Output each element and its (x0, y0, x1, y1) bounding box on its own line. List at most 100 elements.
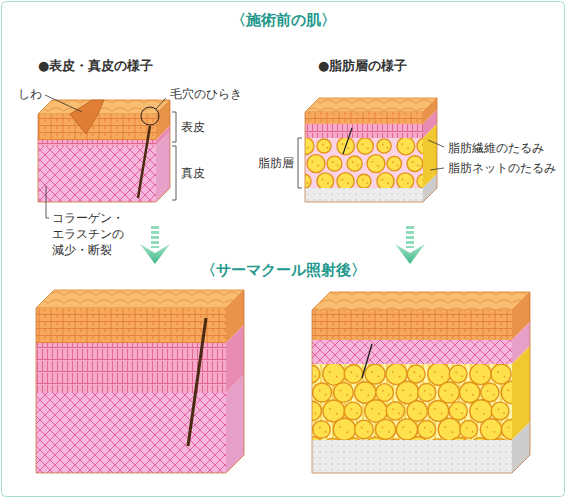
fiber-line (362, 344, 372, 378)
fat-cell (313, 421, 331, 439)
fat-cell (377, 139, 391, 153)
fat-dot (366, 182, 368, 184)
fat-dot (476, 408, 478, 410)
fat-cell (407, 365, 425, 383)
fat-dot (507, 389, 509, 391)
fat-dot (430, 431, 432, 433)
layer-side (512, 422, 530, 473)
fat-cell (481, 383, 499, 401)
fat-dot (322, 144, 324, 146)
fat-dot (392, 161, 394, 163)
page-title: 〈施術前の肌〉 (0, 12, 566, 28)
fiber-line (343, 128, 352, 154)
fat-dot (392, 371, 394, 373)
section-heading: ●表皮・真皮の様子 (38, 58, 153, 74)
leader-line (430, 168, 444, 170)
fat-cell (355, 420, 374, 439)
fat-dot (381, 426, 383, 428)
fat-dot (352, 161, 354, 163)
fat-cell (334, 383, 354, 403)
fat-cell (365, 400, 387, 422)
fat-dot (371, 408, 373, 410)
fat-dot (465, 389, 467, 391)
bracket (172, 112, 176, 142)
fat-cell (449, 437, 470, 440)
fat-cell (365, 364, 385, 384)
fat-dot (422, 179, 423, 181)
arrow-head (395, 244, 425, 264)
block-outline (36, 290, 244, 473)
fat-cell (397, 138, 415, 155)
fat-dot (466, 427, 468, 429)
callout-label: 毛穴のひらき (170, 86, 242, 102)
fat-dot (422, 143, 423, 145)
fat-dot (314, 412, 316, 414)
fat-layer-before (297, 98, 437, 202)
epidermis-dermis-before (38, 100, 170, 202)
fat-dot (378, 413, 380, 415)
fat-cell (387, 156, 402, 171)
fat-dot (397, 164, 399, 166)
fat-cell (491, 364, 511, 384)
fat-dot (356, 412, 358, 414)
fat-dot (483, 376, 485, 378)
fat-cell (376, 384, 394, 402)
arrow-shaft (151, 226, 159, 248)
fat-cell (428, 439, 446, 440)
fat-dot (434, 408, 436, 410)
fat-dot (361, 427, 363, 429)
wrinkle (70, 100, 104, 134)
fat-dot (360, 389, 362, 391)
fat-dot (451, 431, 453, 433)
arrow-shaft (406, 226, 414, 248)
fat-dot (319, 390, 321, 392)
leader-line (156, 98, 166, 109)
fat-cell (470, 364, 491, 385)
fat-cell (344, 402, 362, 420)
fat-cell (337, 173, 354, 188)
fat-dot (441, 376, 443, 378)
fat-dot (387, 182, 389, 184)
fat-dot (382, 144, 384, 146)
fat-cell (347, 156, 362, 171)
fat-dot (441, 413, 443, 415)
fat-cell (449, 365, 467, 383)
fat-cell (313, 383, 332, 402)
fat-dot (381, 178, 383, 180)
fat-dot (402, 389, 404, 391)
fat-dot (424, 427, 426, 429)
fat-cell (386, 402, 404, 420)
fat-dot (417, 165, 419, 167)
block-outline (38, 100, 170, 202)
layer-front (305, 188, 423, 202)
fat-cell (317, 139, 331, 153)
fat-cell (449, 402, 467, 420)
fat-cells (312, 364, 512, 440)
fat-dot (367, 394, 369, 396)
fat-dot (388, 394, 390, 396)
fat-cell (491, 439, 509, 440)
section-title: 〈サーマクール照射後〉 (0, 262, 566, 278)
fat-cell (307, 155, 325, 173)
fat-dot (325, 394, 327, 396)
fat-dot (455, 371, 457, 373)
layer-side (156, 132, 170, 202)
fat-dot (424, 390, 426, 392)
fat-cell (417, 174, 423, 188)
fat-dot (503, 412, 505, 414)
top-face (305, 98, 437, 112)
fat-dot (413, 408, 415, 410)
fat-dot (486, 426, 488, 428)
fat-dot (371, 371, 373, 373)
fat-cell (491, 402, 509, 420)
block-outline (312, 292, 530, 473)
fat-dot (487, 390, 489, 392)
fat-cell (333, 418, 355, 440)
fat-cell (323, 438, 342, 440)
epidermis-dermis-after (36, 290, 244, 473)
callout-label: 脂肪ネットのたるみ (448, 160, 556, 176)
fat-dot (332, 161, 334, 163)
hair (188, 318, 206, 446)
